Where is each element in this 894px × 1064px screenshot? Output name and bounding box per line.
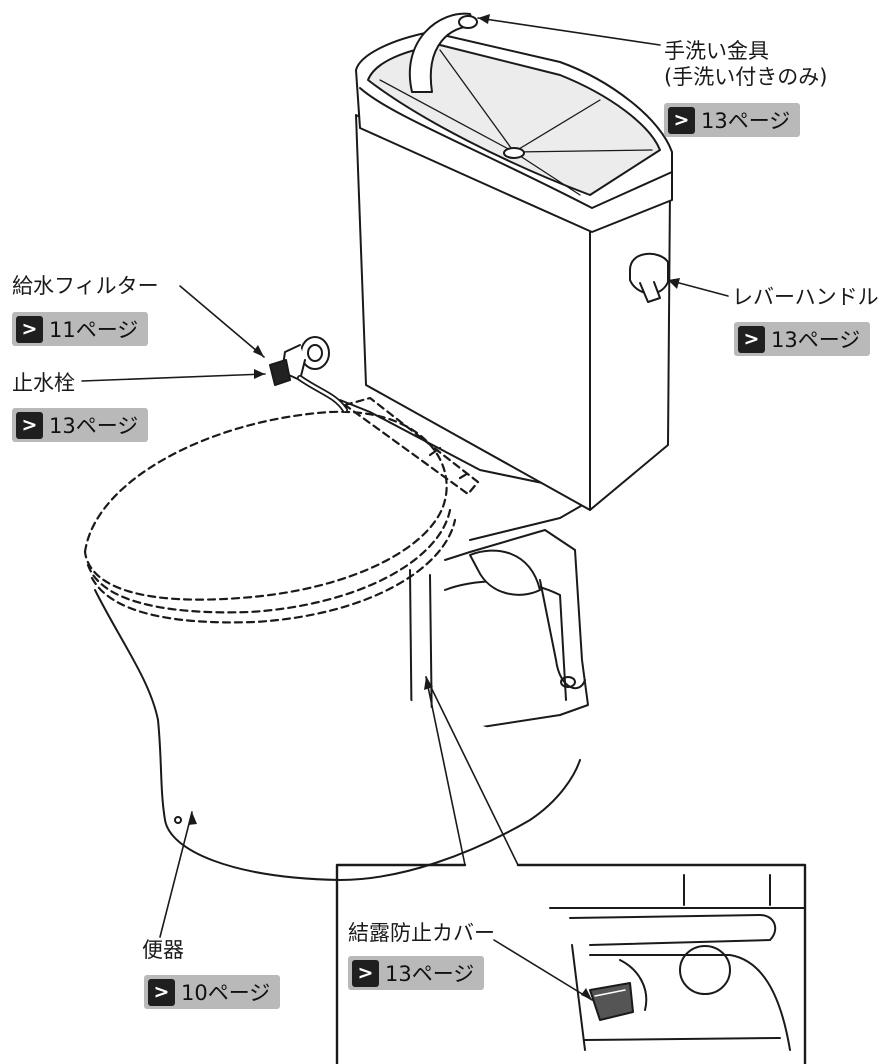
cover-page-ref[interactable]: > 13ページ (348, 956, 485, 990)
chevron-right-icon: > (16, 315, 43, 343)
chevron-right-icon: > (352, 959, 379, 987)
callout-arrowheads (188, 14, 680, 1000)
faucet-label-line1: 手洗い金具 (664, 39, 769, 63)
bowl-label: 便器 (142, 938, 184, 962)
faucet-label: 手洗い金具 (手洗い付きのみ) (664, 38, 827, 91)
lever-page-text: 13ページ (771, 328, 861, 352)
lever-label: レバーハンドル (732, 285, 879, 309)
filter-page-ref[interactable]: > 11ページ (12, 312, 149, 346)
faucet-label-line2: (手洗い付きのみ) (664, 65, 828, 90)
bowl-page-text: 10ページ (181, 981, 271, 1005)
chevron-right-icon: > (16, 411, 43, 439)
toilet-bowl (94, 589, 581, 881)
faucet-page-ref[interactable]: > 13ページ (664, 103, 801, 137)
filter-page-text: 11ページ (49, 318, 139, 342)
valve-page-text: 13ページ (49, 414, 139, 438)
cover-label: 結露防止カバー (348, 921, 495, 945)
valve-page-ref[interactable]: > 13ページ (12, 408, 149, 442)
faucet-page-text: 13ページ (701, 109, 791, 133)
toilet-tank (355, 12, 673, 511)
filter-label: 給水フィルター (12, 274, 159, 298)
chevron-right-icon: > (148, 978, 175, 1006)
chevron-right-icon: > (668, 106, 695, 134)
cover-page-text: 13ページ (385, 962, 475, 986)
valve-label: 止水栓 (12, 371, 75, 395)
chevron-right-icon: > (738, 325, 765, 353)
stop-valve (269, 336, 348, 413)
toilet-seat (83, 396, 480, 624)
lever-page-ref[interactable]: > 13ページ (734, 322, 871, 356)
detail-inset (335, 863, 807, 1064)
toilet-pedestal (409, 529, 589, 761)
bowl-page-ref[interactable]: > 10ページ (144, 975, 281, 1009)
